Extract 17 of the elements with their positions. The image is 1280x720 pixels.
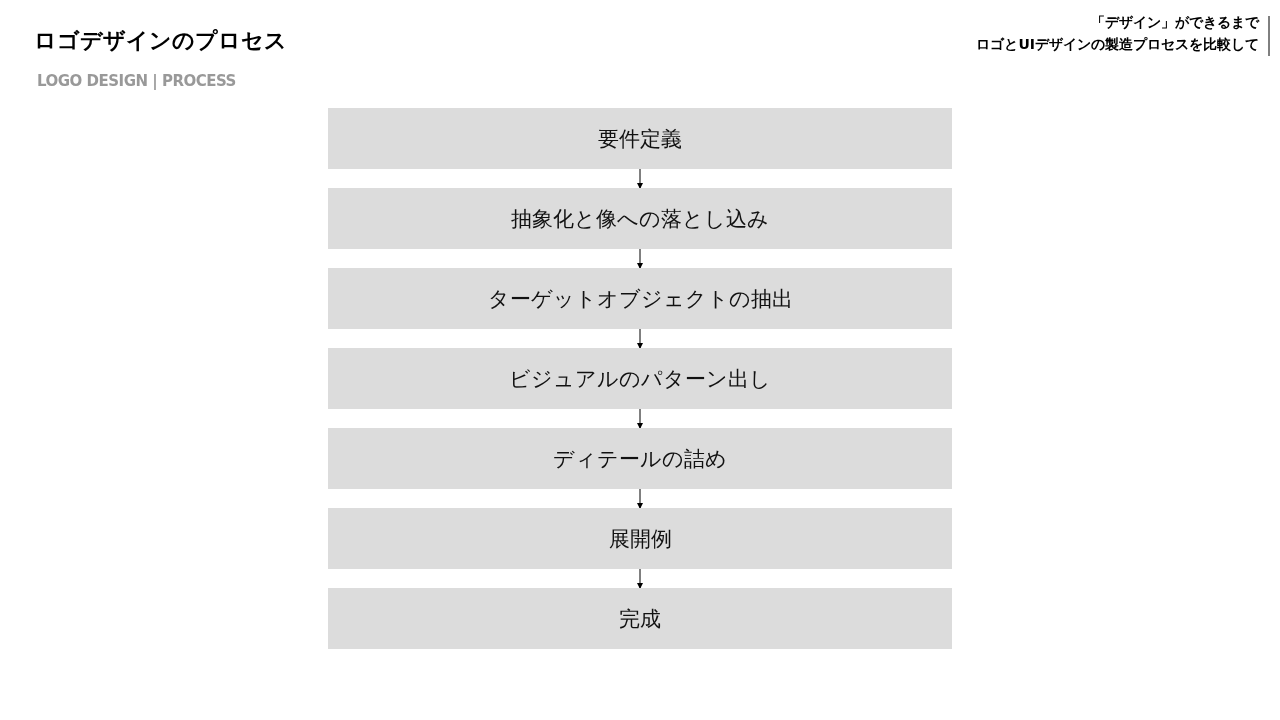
process-box: 展開例 xyxy=(328,508,952,569)
arrow xyxy=(637,168,643,189)
title: ロゴデザインのプロセス xyxy=(34,27,287,55)
process-box: ターゲットオブジェクトの抽出 xyxy=(328,268,952,329)
arrow xyxy=(637,248,643,269)
arrow xyxy=(637,488,643,509)
subtitle: LOGO DESIGN | PROCESS xyxy=(37,72,236,90)
process-box: 抽象化と像への落とし込み xyxy=(328,188,952,249)
process-box: 要件定義 xyxy=(328,108,952,169)
header-note: ロゴとUIデザインの製造プロセスを比較して xyxy=(976,36,1259,54)
arrow xyxy=(637,568,643,589)
process-box: ディテールの詰め xyxy=(328,428,952,489)
header-note: 「デザイン」ができるまで xyxy=(1091,14,1259,32)
process-box: 完成 xyxy=(328,588,952,649)
arrow xyxy=(637,408,643,429)
process-box: ビジュアルのパターン出し xyxy=(328,348,952,409)
arrow xyxy=(637,328,643,349)
